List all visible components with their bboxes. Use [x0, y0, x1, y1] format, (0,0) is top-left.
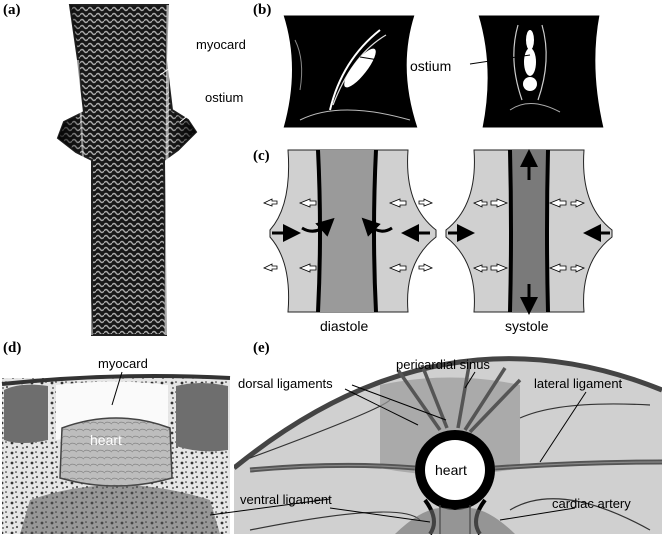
- panel-d-ventral-ligament-label: ventral ligament: [240, 492, 332, 507]
- panel-e-heart-label: heart: [435, 462, 467, 478]
- panel-c-letter: (c): [253, 148, 270, 164]
- panel-d-letter: (d): [3, 340, 22, 356]
- panel-e-pericardial-sinus-label: pericardial sinus: [396, 357, 490, 372]
- panel-a-letter: (a): [3, 2, 21, 18]
- panel-a-ostium-label: ostium: [205, 90, 244, 105]
- panel-e-dorsal-ligaments-label: dorsal ligaments: [238, 376, 333, 391]
- panel-e-cardiac-artery-label: cardiac artery: [552, 496, 631, 511]
- panel-b-ostium-label: ostium: [410, 58, 452, 74]
- panel-e-letter: (e): [253, 340, 270, 356]
- panel-e-lateral-ligament-label: lateral ligament: [534, 376, 623, 391]
- panel-b-letter: (b): [253, 2, 272, 18]
- panel-d-heart-label: heart: [90, 432, 122, 448]
- panel-a-myocard-label: myocard: [196, 37, 246, 52]
- panel-d-myocard-label: myocard: [98, 356, 148, 371]
- panel-c-systole-label: systole: [505, 318, 549, 334]
- panel-c-diastole-label: diastole: [320, 318, 369, 334]
